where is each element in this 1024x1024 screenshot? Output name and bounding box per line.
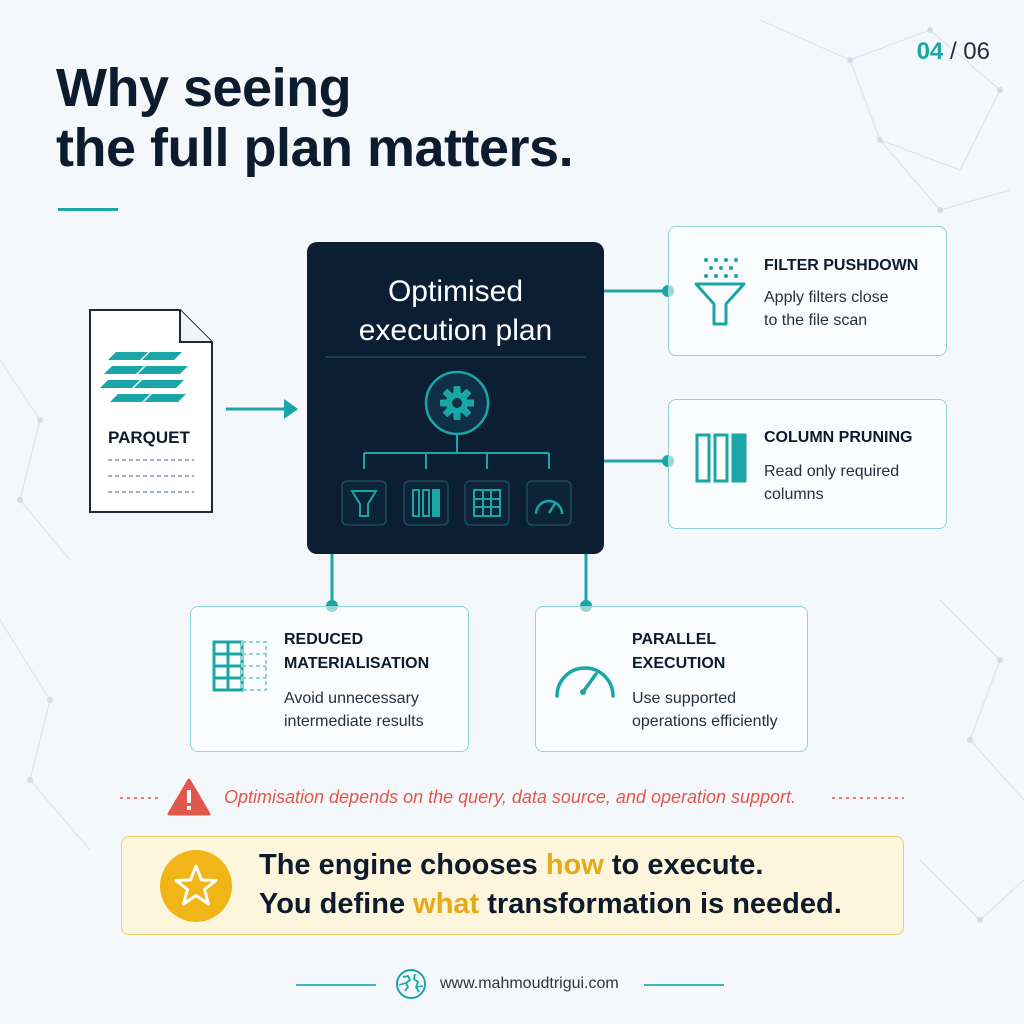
banner-line-2: You define what transformation is needed… xyxy=(259,888,842,921)
parallel-desc-line-1: Use supported xyxy=(632,690,737,707)
banner-l2-highlight: what xyxy=(413,888,480,920)
page-counter: 04 / 06 xyxy=(917,38,990,66)
reduced-desc-line-1: Avoid unnecessary xyxy=(284,690,419,707)
banner-l1-post: to execute. xyxy=(603,849,764,881)
reduced-materialisation-desc: Avoid unnecessary intermediate results xyxy=(284,687,424,733)
grid-icon xyxy=(473,489,501,517)
banner-l1-pre: The engine chooses xyxy=(259,849,546,881)
parquet-file-icon xyxy=(89,309,213,513)
filter-pushdown-title: FILTER PUSHDOWN xyxy=(764,257,919,274)
column-desc-line-2: columns xyxy=(764,486,824,503)
reduced-materialisation-title: REDUCED MATERIALISATION xyxy=(284,628,429,676)
reduced-title-line-2: MATERIALISATION xyxy=(284,655,430,672)
banner-line-1: The engine chooses how to execute. xyxy=(259,849,763,882)
funnel-icon xyxy=(694,258,746,326)
page-separator: / xyxy=(943,38,964,65)
filter-desc-line-2: to the file scan xyxy=(764,312,868,329)
banner-l1-highlight: how xyxy=(545,849,604,881)
column-pruning-title: COLUMN PRUNING xyxy=(764,429,913,446)
banner-l2-post: transformation is needed. xyxy=(479,888,842,920)
title-line-2: the full plan matters. xyxy=(56,118,574,178)
reduced-title-line-1: REDUCED xyxy=(284,631,364,648)
footer-url-link[interactable]: www.mahmoudtrigui.com xyxy=(440,975,619,992)
plan-title: Optimised execution plan xyxy=(307,272,604,350)
parallel-execution-title: PARALLEL EXECUTION xyxy=(632,628,725,676)
footer-rule-left xyxy=(296,984,376,986)
grid-icon xyxy=(212,640,267,692)
page-current: 04 xyxy=(916,38,944,65)
gauge-icon xyxy=(534,499,564,515)
title-underline xyxy=(58,208,118,211)
columns-icon xyxy=(412,489,440,517)
footer-rule-right xyxy=(644,984,724,986)
parallel-title-line-2: EXECUTION xyxy=(632,655,726,672)
card-parallel-execution xyxy=(535,606,808,752)
plan-tree-diagram xyxy=(325,356,586,526)
card-filter-pushdown xyxy=(668,226,947,356)
parallel-title-line-1: PARALLEL xyxy=(632,631,717,648)
filter-desc-line-1: Apply filters close xyxy=(764,289,889,306)
plan-title-line-2: execution plan xyxy=(358,314,553,347)
parquet-label: PARQUET xyxy=(108,428,190,447)
columns-icon xyxy=(695,433,747,483)
page-total: 06 xyxy=(963,38,990,65)
warning-text: Optimisation depends on the query, data … xyxy=(224,787,797,807)
column-desc-line-1: Read only required xyxy=(764,463,900,480)
parallel-execution-desc: Use supported operations efficiently xyxy=(632,687,778,733)
gauge-icon xyxy=(555,666,615,698)
key-message-banner xyxy=(121,836,904,935)
globe-icon xyxy=(396,969,426,999)
warning-icon xyxy=(167,778,211,816)
banner-l2-pre: You define xyxy=(259,888,414,920)
reduced-desc-line-2: intermediate results xyxy=(284,713,424,730)
plan-title-line-1: Optimised xyxy=(387,275,524,308)
warning-row xyxy=(120,778,904,816)
column-pruning-desc: Read only required columns xyxy=(764,460,899,506)
funnel-icon xyxy=(350,490,378,517)
page-title: Why seeing the full plan matters. xyxy=(56,58,574,178)
parallel-desc-line-2: operations efficiently xyxy=(632,713,778,730)
filter-pushdown-desc: Apply filters close to the file scan xyxy=(764,286,889,332)
star-icon xyxy=(160,850,232,922)
gear-icon xyxy=(424,370,490,436)
title-line-1: Why seeing xyxy=(56,58,352,118)
